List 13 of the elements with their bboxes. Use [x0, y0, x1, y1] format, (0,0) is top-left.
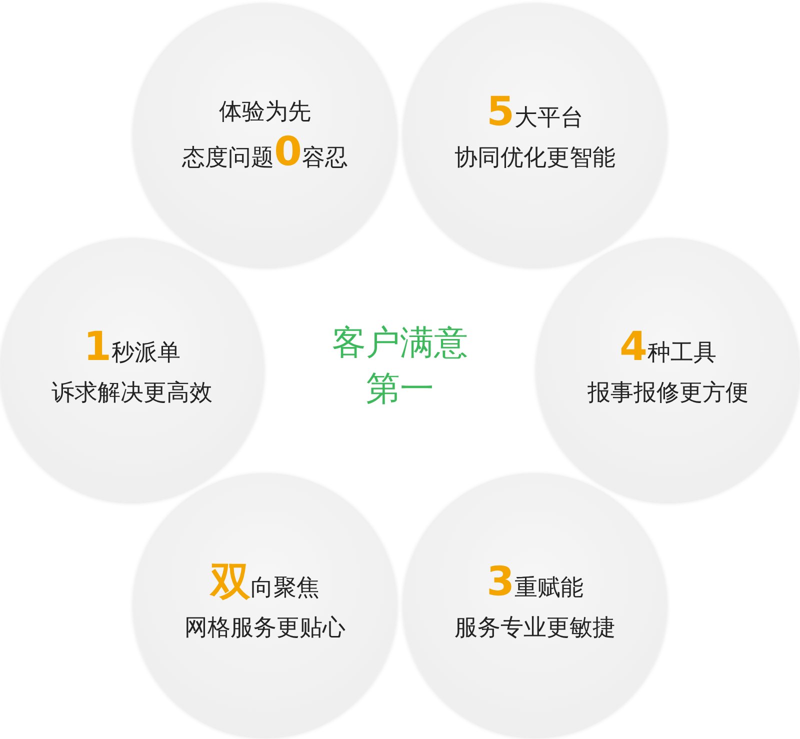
circle-heading: 4种工具 [620, 327, 716, 372]
circle-text: 服务专业更敏捷 [454, 614, 616, 643]
circle-heading: 双向聚焦 [210, 562, 320, 607]
circle-text: 态度问题0容忍 [182, 132, 348, 177]
circle-text: 报事报修更方便 [588, 379, 748, 408]
circle-heading: 5大平台 [486, 92, 584, 137]
circle-text: 网格服务更贴心 [184, 614, 346, 643]
circle-heading: 1秒派单 [84, 327, 180, 372]
circle-heading: 体验为先 [219, 98, 311, 127]
circle-heading: 3重赋能 [486, 562, 584, 607]
circle-text: 诉求解决更高效 [52, 379, 212, 408]
center-slogan: 客户满意第一 [331, 322, 469, 411]
circle-text: 协同优化更智能 [454, 144, 616, 173]
